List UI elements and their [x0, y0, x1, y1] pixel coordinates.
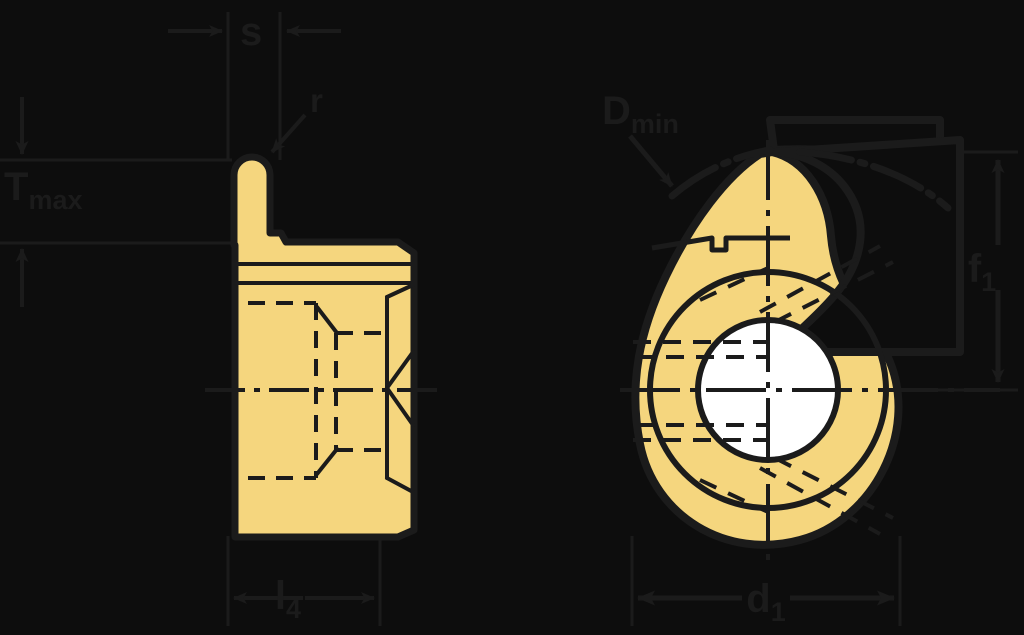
clearance-arc-left — [668, 146, 774, 200]
helix-1 — [759, 244, 881, 314]
label-tmax: Tmax — [4, 165, 82, 215]
helix-3 — [759, 466, 881, 536]
side-view-body — [230, 153, 418, 541]
side-view-witness-lines — [0, 12, 382, 626]
helix-5 — [699, 266, 769, 302]
dimension-dmin — [628, 134, 674, 188]
chamfer-2 — [385, 350, 415, 390]
face-view-centerlines — [620, 140, 1000, 570]
face-view-notch — [651, 235, 790, 253]
dim-r-leader — [270, 113, 307, 154]
face-view-hidden-horizontals — [633, 340, 768, 442]
face-view-hidden-helix — [699, 244, 894, 536]
side-view: s Tmax r — [0, 10, 442, 626]
chamfer-4 — [385, 476, 415, 494]
dim-dmin-leader — [628, 134, 674, 188]
hidden-bevel-top — [315, 305, 339, 335]
chamfer-1 — [385, 283, 415, 299]
side-view-chamfers — [385, 283, 415, 494]
label-s: s — [240, 10, 262, 54]
hidden-bevel-bottom — [315, 447, 339, 476]
clearance-arc-right — [796, 148, 952, 212]
side-view-hidden-bevels — [315, 305, 339, 476]
label-r: r — [310, 82, 323, 119]
label-f1: f1 — [968, 247, 996, 297]
label-l4: l4 — [275, 574, 301, 624]
label-d1: d1 — [746, 577, 785, 627]
side-view-edge-lines — [236, 231, 413, 285]
dimension-r — [270, 113, 307, 154]
notch-step-line — [651, 235, 790, 253]
helix-2 — [774, 260, 894, 324]
label-dmin: Dmin — [602, 89, 679, 139]
chamfer-3 — [385, 386, 415, 427]
helix-4 — [774, 456, 894, 520]
helix-6 — [699, 478, 769, 514]
face-view-clearance-arc — [668, 146, 952, 212]
